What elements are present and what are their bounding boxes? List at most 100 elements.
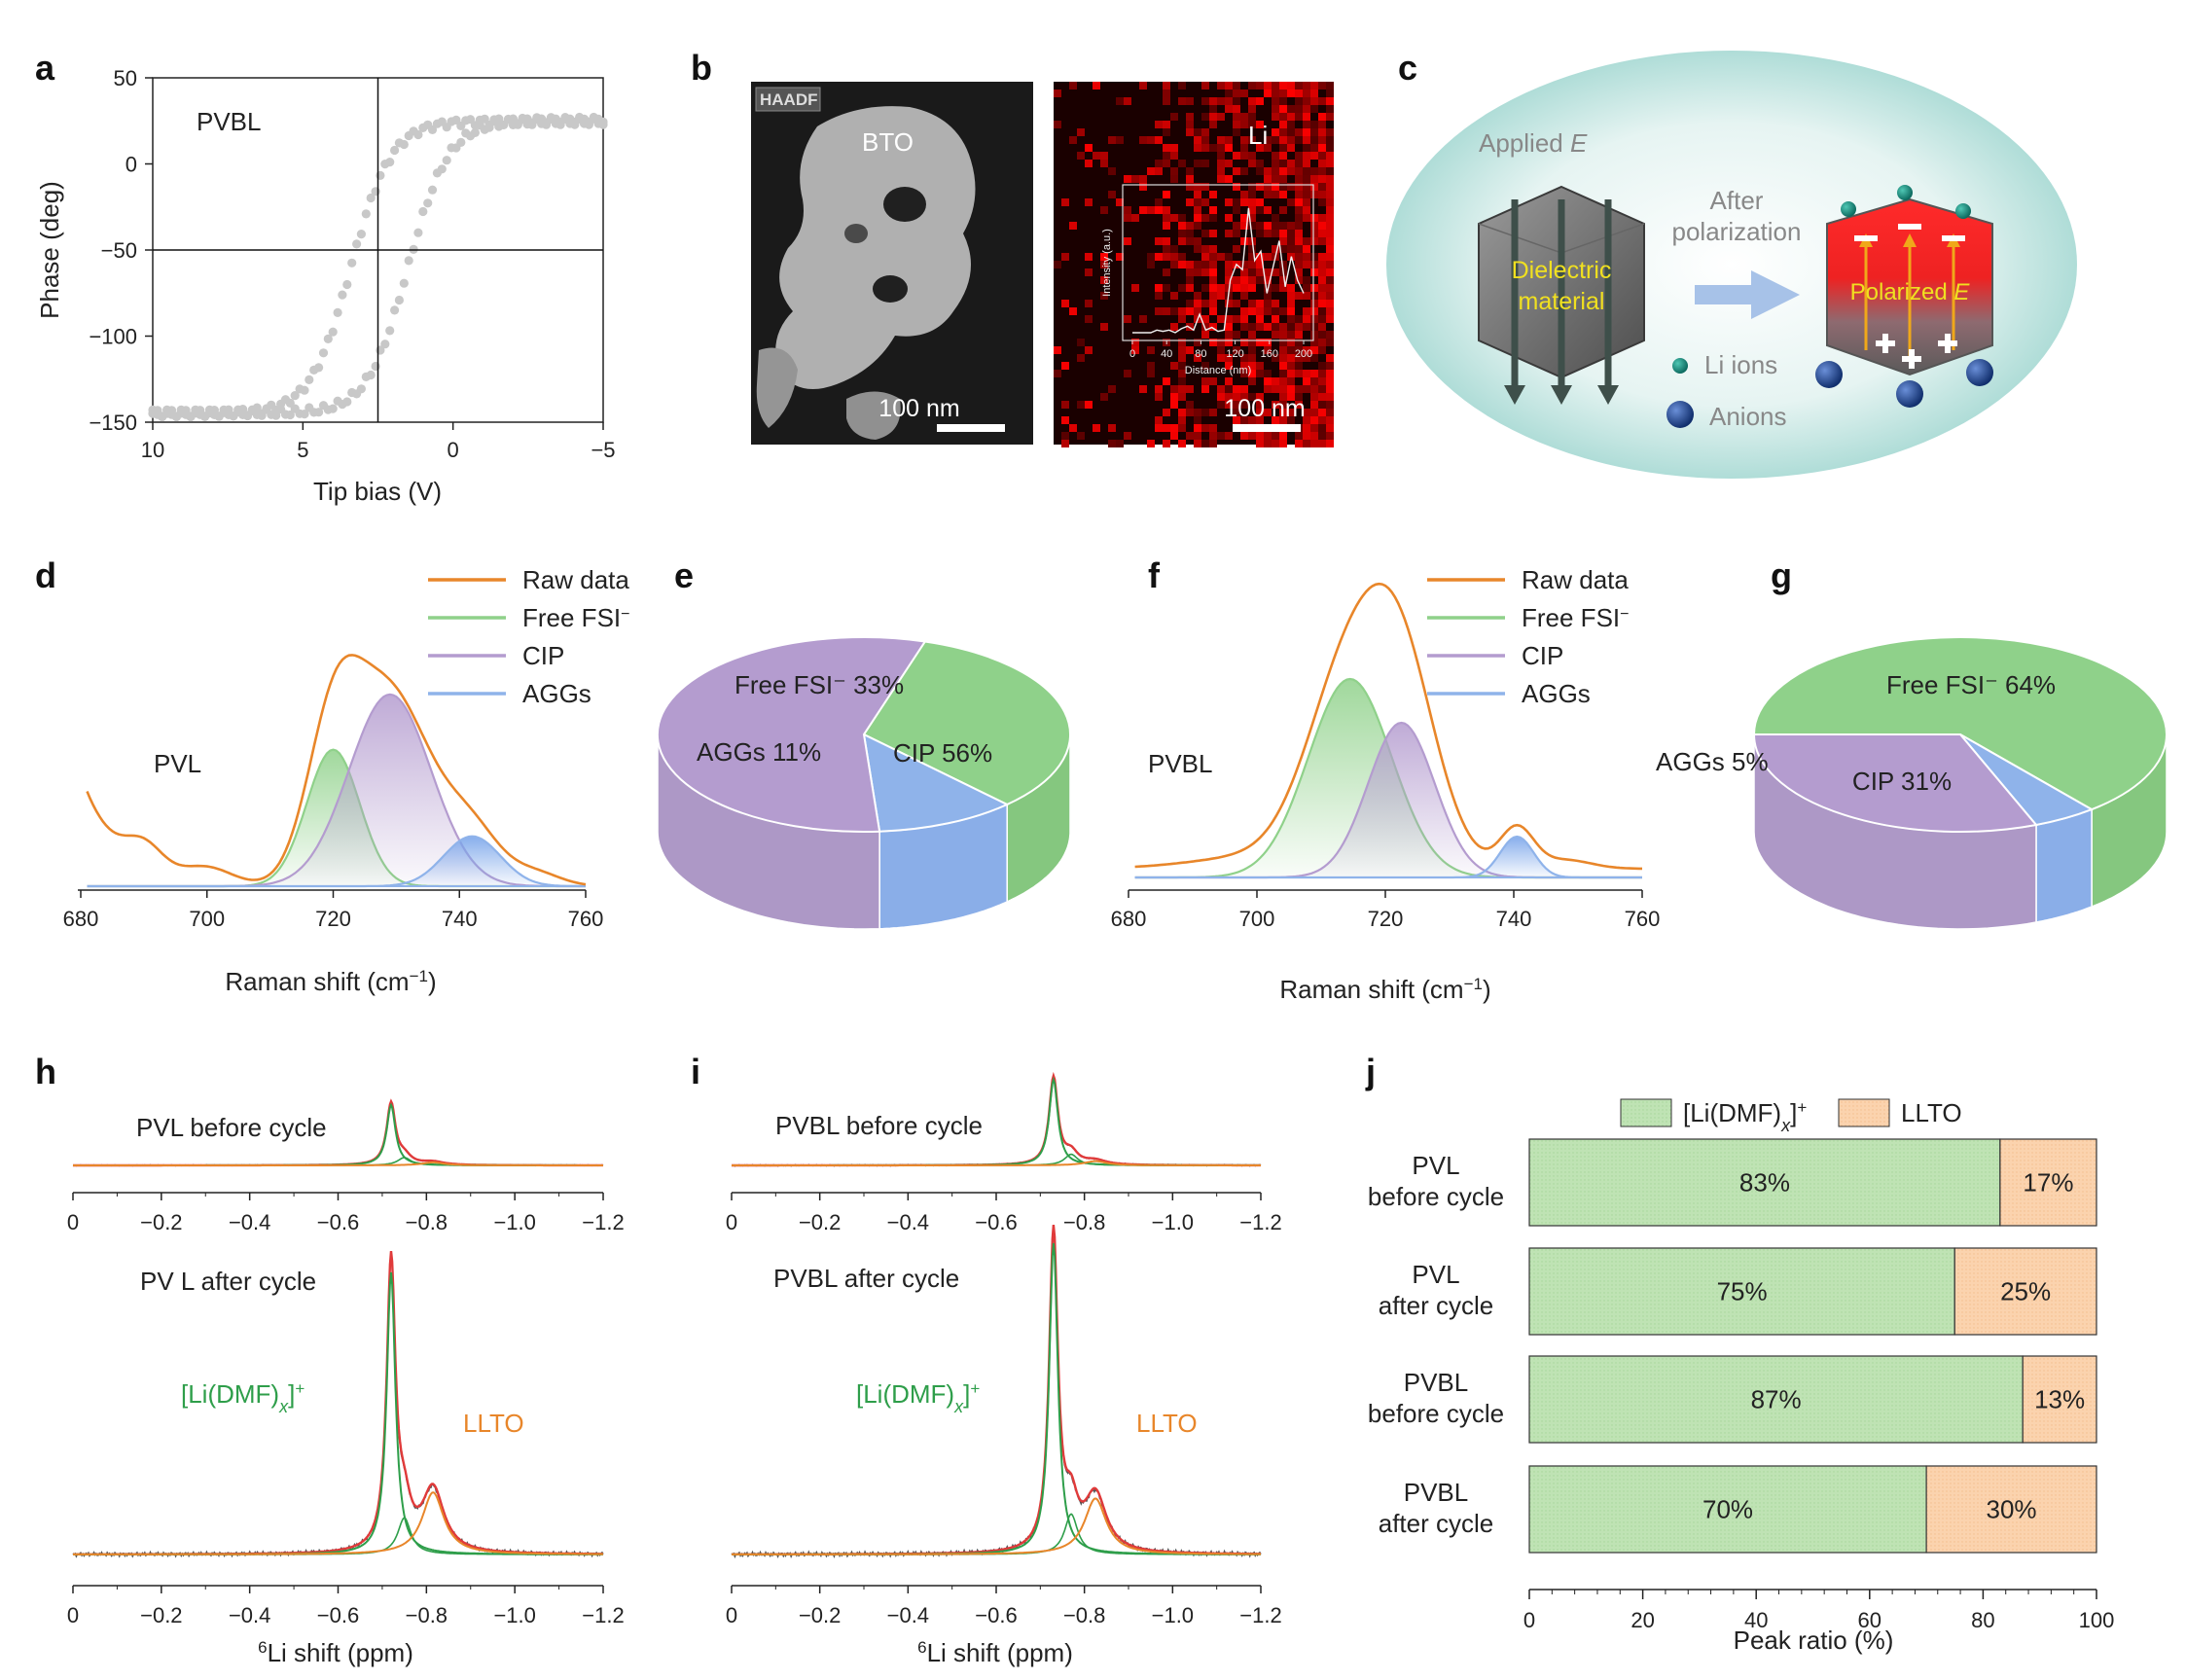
li-pixel (1209, 230, 1217, 237)
li-pixel (1240, 144, 1248, 152)
li-pixel (1326, 385, 1334, 393)
li-pixel (1233, 401, 1240, 409)
li-pixel (1233, 416, 1240, 424)
data-point (328, 327, 338, 337)
haadf-pore (883, 187, 926, 222)
li-pixel (1194, 144, 1201, 152)
panel-i-llto-label: LLTO (1136, 1409, 1198, 1438)
li-pixel (1209, 284, 1217, 292)
data-point (323, 334, 333, 343)
li-pixel (1248, 160, 1256, 167)
li-pixel (1326, 113, 1334, 121)
bar-label-li-dmf: 75% (1717, 1277, 1768, 1306)
li-pixel (1248, 339, 1256, 346)
li-pixel (1326, 136, 1334, 144)
li-pixel (1225, 214, 1233, 222)
li-pixel (1303, 409, 1310, 416)
data-point (465, 115, 476, 125)
data-point (560, 113, 570, 123)
li-pixel (1217, 97, 1225, 105)
panel-a-ylabel: Phase (deg) (35, 181, 64, 319)
x-tick-label: −0.4 (887, 1603, 929, 1627)
li-pixel (1085, 346, 1093, 354)
li-pixel (1248, 105, 1256, 113)
li-pixel (1147, 346, 1155, 354)
li-pixel (1194, 354, 1201, 362)
li-pixel (1085, 144, 1093, 152)
li-pixel (1178, 261, 1186, 268)
li-pixel (1279, 401, 1287, 409)
li-pixel (1279, 377, 1287, 385)
x-tick-label: −0.6 (317, 1603, 359, 1627)
li-pixel (1194, 261, 1201, 268)
li-pixel (1201, 230, 1209, 237)
li-pixel (1194, 183, 1201, 191)
data-point (328, 404, 338, 413)
bar-li-dmf (1528, 1247, 1955, 1336)
li-pixel (1240, 323, 1248, 331)
raw-data-curve (1134, 582, 1642, 871)
inset-tick-label: 160 (1261, 348, 1278, 360)
li-pixel (1240, 191, 1248, 198)
li-pixel (1069, 82, 1077, 89)
li-pixel (1054, 346, 1061, 354)
li-pixel (1147, 370, 1155, 377)
li-pixel (1272, 354, 1279, 362)
li-pixel (1279, 362, 1287, 370)
li-pixel (1248, 300, 1256, 307)
li-pixel (1054, 370, 1061, 377)
fit-area-aggs (87, 836, 586, 886)
li-pixel (1279, 183, 1287, 191)
li-pixel (1170, 167, 1178, 175)
inset-tick-label: 200 (1295, 348, 1312, 360)
li-pixel (1085, 268, 1093, 276)
li-pixel (1240, 370, 1248, 377)
panel-j-xlabel: Peak ratio (%) (1734, 1626, 1894, 1655)
li-pixel (1318, 284, 1326, 292)
li-pixel (1318, 97, 1326, 105)
li-pixel (1318, 385, 1326, 393)
data-point (338, 290, 347, 300)
li-pixel (1163, 409, 1170, 416)
li-pixel (1272, 214, 1279, 222)
li-pixel (1077, 432, 1085, 440)
legend-swatch-llto (1838, 1098, 1890, 1127)
panel-h-top-spectrum: 0−0.2−0.4−0.6−0.8−1.0−1.2 (67, 1098, 625, 1234)
li-pixel (1295, 128, 1303, 136)
li-pixel (1318, 401, 1326, 409)
li-pixel (1186, 284, 1194, 292)
li-pixel (1256, 268, 1264, 276)
spectrum-fit-sum (73, 1250, 603, 1555)
li-pixel (1240, 113, 1248, 121)
panel-i: 0−0.2−0.4−0.6−0.8−1.0−1.2 0−0.2−0.4−0.6−… (726, 1071, 1282, 1667)
li-pixel (1310, 144, 1318, 152)
li-pixel (1178, 409, 1186, 416)
li-pixel (1256, 144, 1264, 152)
li-pixel (1279, 276, 1287, 284)
li-pixel (1240, 121, 1248, 128)
inset-tick-label: 80 (1195, 348, 1206, 360)
li-pixel (1217, 315, 1225, 323)
data-point (437, 164, 447, 174)
li-pixel (1054, 121, 1061, 128)
li-pixel (1186, 198, 1194, 206)
li-pixel (1248, 152, 1256, 160)
li-pixel (1201, 377, 1209, 385)
panel-e-pie: Free FSI⁻ 33%AGGs 11%CIP 56% (656, 636, 1072, 930)
li-pixel (1240, 401, 1248, 409)
li-pixel (1303, 214, 1310, 222)
li-pixel (1318, 82, 1326, 89)
x-tick-label: −0.8 (406, 1603, 448, 1627)
li-pixel (1279, 385, 1287, 393)
li-pixel (1233, 128, 1240, 136)
li-pixel (1326, 370, 1334, 377)
li-pixel (1155, 206, 1163, 214)
li-pixel (1209, 276, 1217, 284)
li-pixel (1178, 440, 1186, 447)
li-pixel (1295, 198, 1303, 206)
li-scale-bar (1233, 424, 1301, 432)
li-pixel (1318, 315, 1326, 323)
li-pixel (1279, 175, 1287, 183)
